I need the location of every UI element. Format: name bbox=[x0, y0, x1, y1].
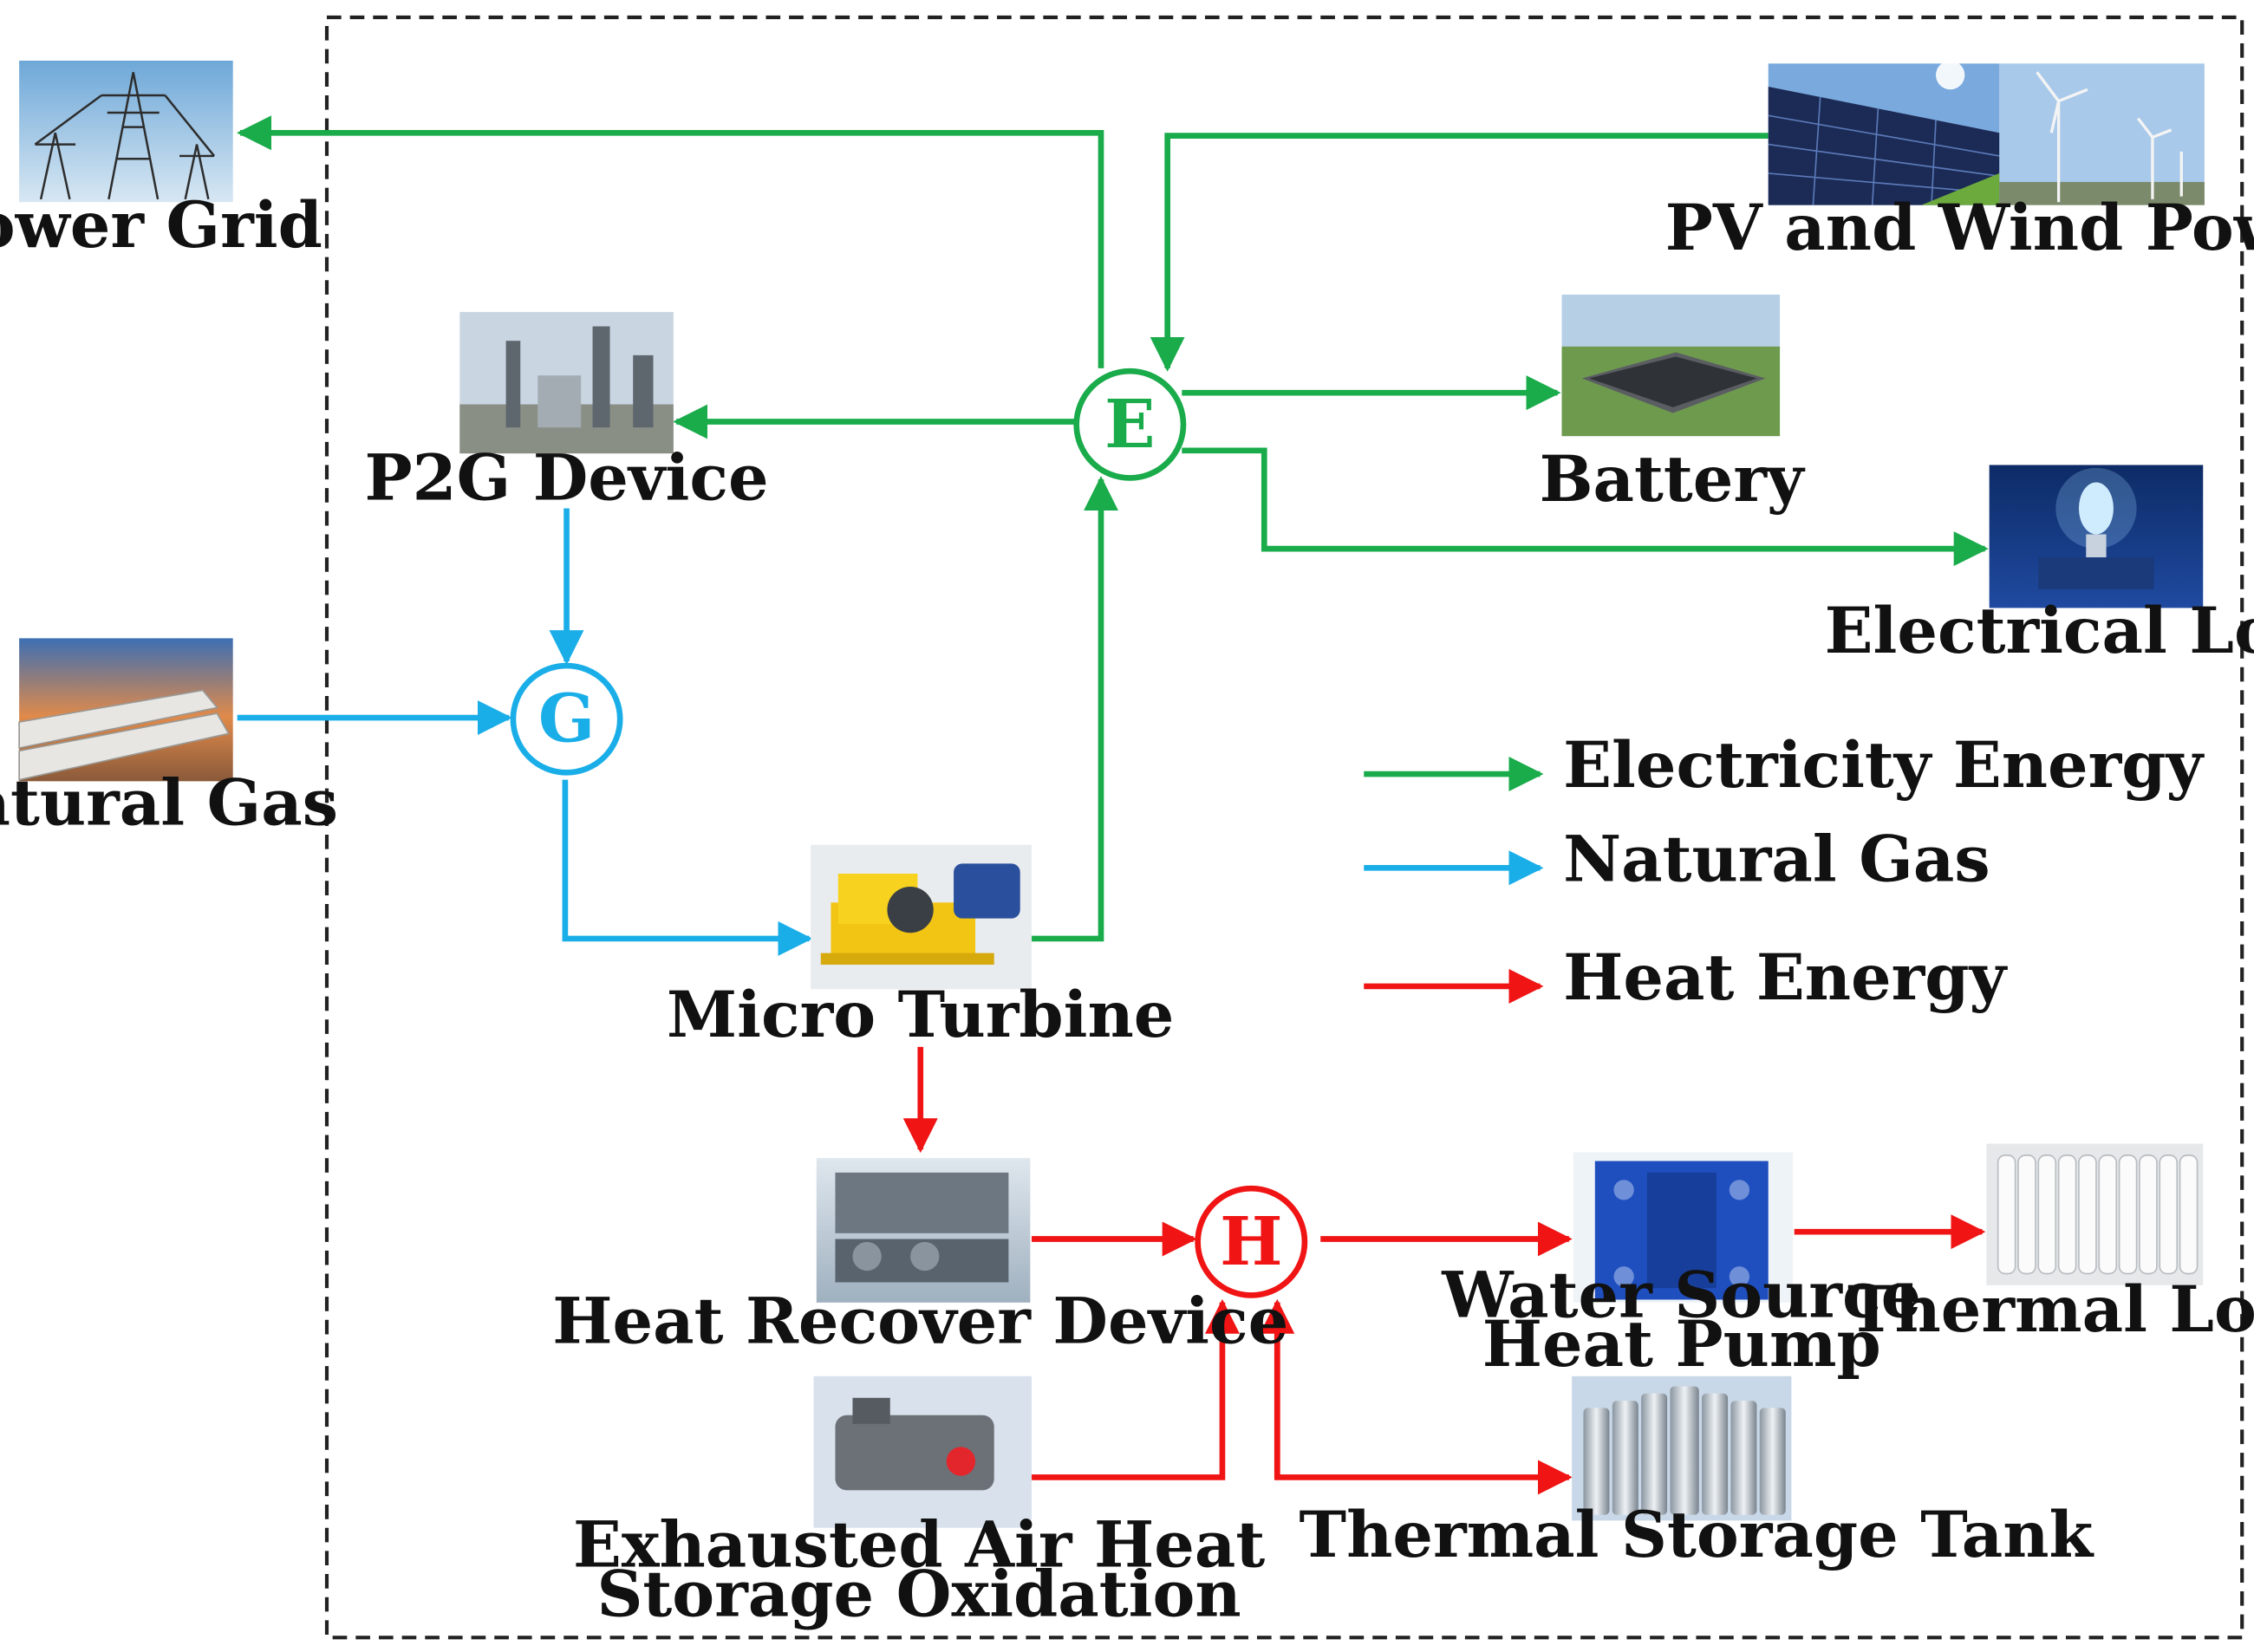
label-electrical-load: Electrical Load bbox=[1825, 594, 2254, 668]
thermal-storage-image bbox=[1572, 1376, 1792, 1521]
label-water-source-1: Water Source bbox=[1441, 1258, 1921, 1332]
hub-e-circle bbox=[1073, 367, 1187, 481]
legend-gas-label: Natural Gas bbox=[1563, 822, 1990, 896]
flow-turbine-to-e bbox=[1032, 476, 1119, 942]
label-natural-gas: Natural Gas bbox=[0, 765, 338, 840]
thermal-load-image bbox=[1986, 1143, 2204, 1285]
pv-wind-image bbox=[1768, 60, 2205, 205]
hub-e: E bbox=[1073, 367, 1187, 481]
gas-flows bbox=[237, 508, 813, 956]
electrical-load-image bbox=[1989, 465, 2204, 608]
label-water-source-2: Heat Pump bbox=[1482, 1307, 1881, 1382]
label-exhausted-1: Exhausted Air Heat bbox=[573, 1508, 1265, 1583]
electricity-flows bbox=[237, 115, 1989, 942]
labels: Power Grid PV and Wind Power P2G Device … bbox=[0, 188, 2254, 1631]
legend: Electricity Energy Natural Gas Heat Ener… bbox=[1364, 728, 2205, 1015]
flow-g-to-turbine bbox=[562, 779, 813, 956]
label-power-grid: Power Grid bbox=[0, 188, 322, 263]
heat-recover-image bbox=[816, 1158, 1031, 1303]
micro-turbine-image bbox=[811, 844, 1033, 990]
label-heat-recover: Heat Recover Device bbox=[552, 1284, 1288, 1358]
water-heat-pump-image bbox=[1573, 1152, 1794, 1303]
power-grid-image bbox=[19, 60, 233, 203]
hub-e-letter: E bbox=[1104, 386, 1155, 464]
oxidation-image bbox=[813, 1376, 1033, 1528]
label-pv-wind: PV and Wind Power bbox=[1665, 191, 2254, 265]
natural-gas-image bbox=[18, 638, 233, 782]
hub-g-circle bbox=[510, 662, 623, 776]
hub-g-letter: G bbox=[538, 680, 595, 758]
label-exhausted-2: Storage Oxidation bbox=[596, 1557, 1241, 1631]
hub-h: H bbox=[1195, 1185, 1308, 1298]
label-micro-turbine: Micro Turbine bbox=[667, 978, 1174, 1052]
battery-image bbox=[1561, 294, 1781, 437]
hub-h-circle bbox=[1195, 1185, 1308, 1298]
legend-heat-label: Heat Energy bbox=[1563, 940, 2008, 1015]
p2g-image bbox=[459, 311, 674, 454]
label-p2g: P2G Device bbox=[364, 440, 768, 515]
flow-oxidation-to-h bbox=[1032, 1298, 1240, 1480]
hub-h-letter: H bbox=[1220, 1203, 1282, 1281]
flow-pv-to-e bbox=[1150, 133, 1769, 372]
legend-electricity-label: Electricity Energy bbox=[1563, 728, 2205, 803]
flow-e-to-load bbox=[1182, 447, 1989, 567]
flow-e-to-grid bbox=[237, 115, 1104, 368]
system-boundary bbox=[324, 15, 2244, 1640]
heat-flows bbox=[902, 1046, 1986, 1495]
hub-g: G bbox=[510, 662, 623, 776]
label-thermal-storage: Thermal Storage Tank bbox=[1300, 1498, 2095, 1572]
label-battery: Battery bbox=[1540, 442, 1806, 517]
label-thermal-load: Thermal Load bbox=[1847, 1272, 2254, 1347]
